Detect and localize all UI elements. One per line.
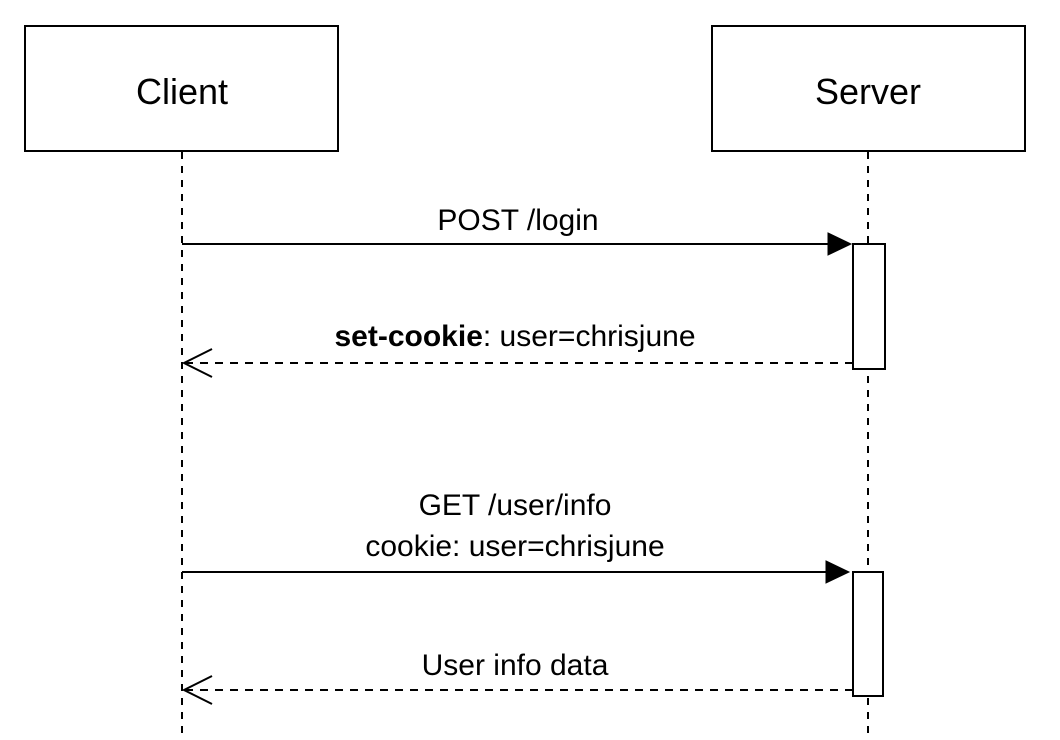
solid-arrowhead-icon — [827, 232, 853, 256]
login-request-label: POST /login — [437, 204, 598, 237]
message-login-request: POST /login — [182, 204, 853, 256]
client-box — [24, 25, 339, 152]
client-label: Client — [136, 71, 228, 112]
info-response-label: User info data — [422, 649, 609, 682]
server-label: Server — [815, 71, 921, 112]
client-participant: Client — [24, 25, 339, 152]
login-response-label: set-cookie: user=chrisjune — [335, 320, 696, 353]
server-box — [711, 25, 1026, 152]
login-response-bold: set-cookie — [335, 320, 483, 353]
info-request-line1: GET /user/info — [419, 489, 612, 522]
info-request-line2: cookie: user=chrisjune — [365, 530, 664, 563]
message-info-response: User info data — [181, 649, 853, 705]
message-info-request: GET /user/info cookie: user=chrisjune — [182, 489, 851, 584]
server-participant: Server — [711, 25, 1026, 152]
open-arrowhead-icon — [181, 675, 213, 705]
login-response-rest: : user=chrisjune — [483, 320, 696, 353]
open-arrowhead-icon — [181, 348, 213, 378]
message-login-response: set-cookie: user=chrisjune — [181, 320, 853, 378]
server-activation-2 — [852, 571, 884, 697]
solid-arrowhead-icon — [825, 560, 851, 584]
server-activation-1 — [852, 243, 886, 370]
